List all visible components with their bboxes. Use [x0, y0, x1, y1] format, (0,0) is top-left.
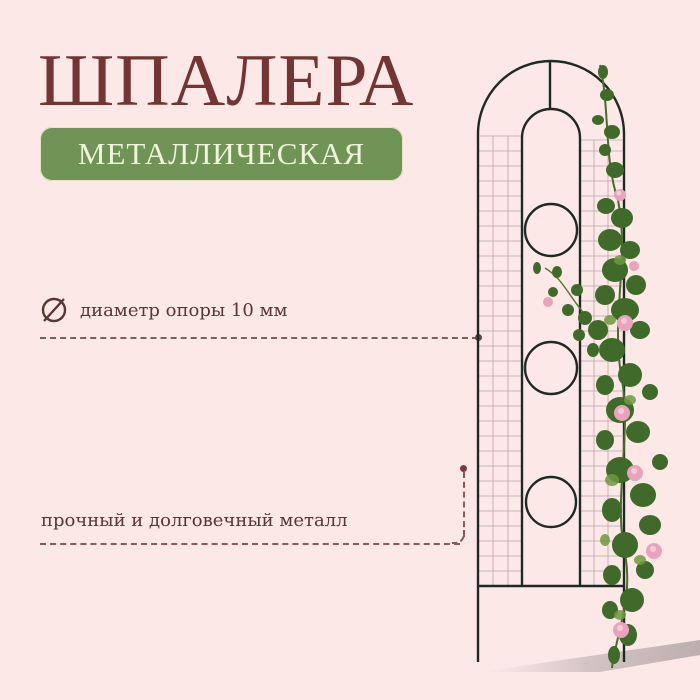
product-title: ШПАЛЕРА	[38, 40, 415, 122]
callout-line-diameter	[40, 337, 478, 339]
feature-diameter: диаметр опоры 10 мм	[40, 296, 288, 324]
feature-material-text: прочный и долговечный металл	[41, 510, 348, 531]
callout-line-material	[40, 543, 460, 545]
callout-line-material-corner	[452, 530, 465, 544]
floor-shadow	[480, 640, 700, 672]
feature-diameter-text: диаметр опоры 10 мм	[80, 299, 288, 321]
ring-middle	[523, 340, 579, 396]
material-badge: МЕТАЛЛИЧЕСКАЯ	[40, 127, 403, 181]
callout-line-material-vertical	[463, 472, 465, 537]
diameter-icon	[41, 297, 67, 323]
inner-arch	[520, 107, 582, 586]
ring-top	[523, 202, 579, 258]
climbing-vine	[533, 64, 668, 669]
material-badge-label: МЕТАЛЛИЧЕСКАЯ	[77, 136, 366, 171]
trellis-frame	[476, 59, 626, 662]
callout-dot-material	[460, 465, 467, 472]
ring-bottom	[524, 475, 578, 529]
